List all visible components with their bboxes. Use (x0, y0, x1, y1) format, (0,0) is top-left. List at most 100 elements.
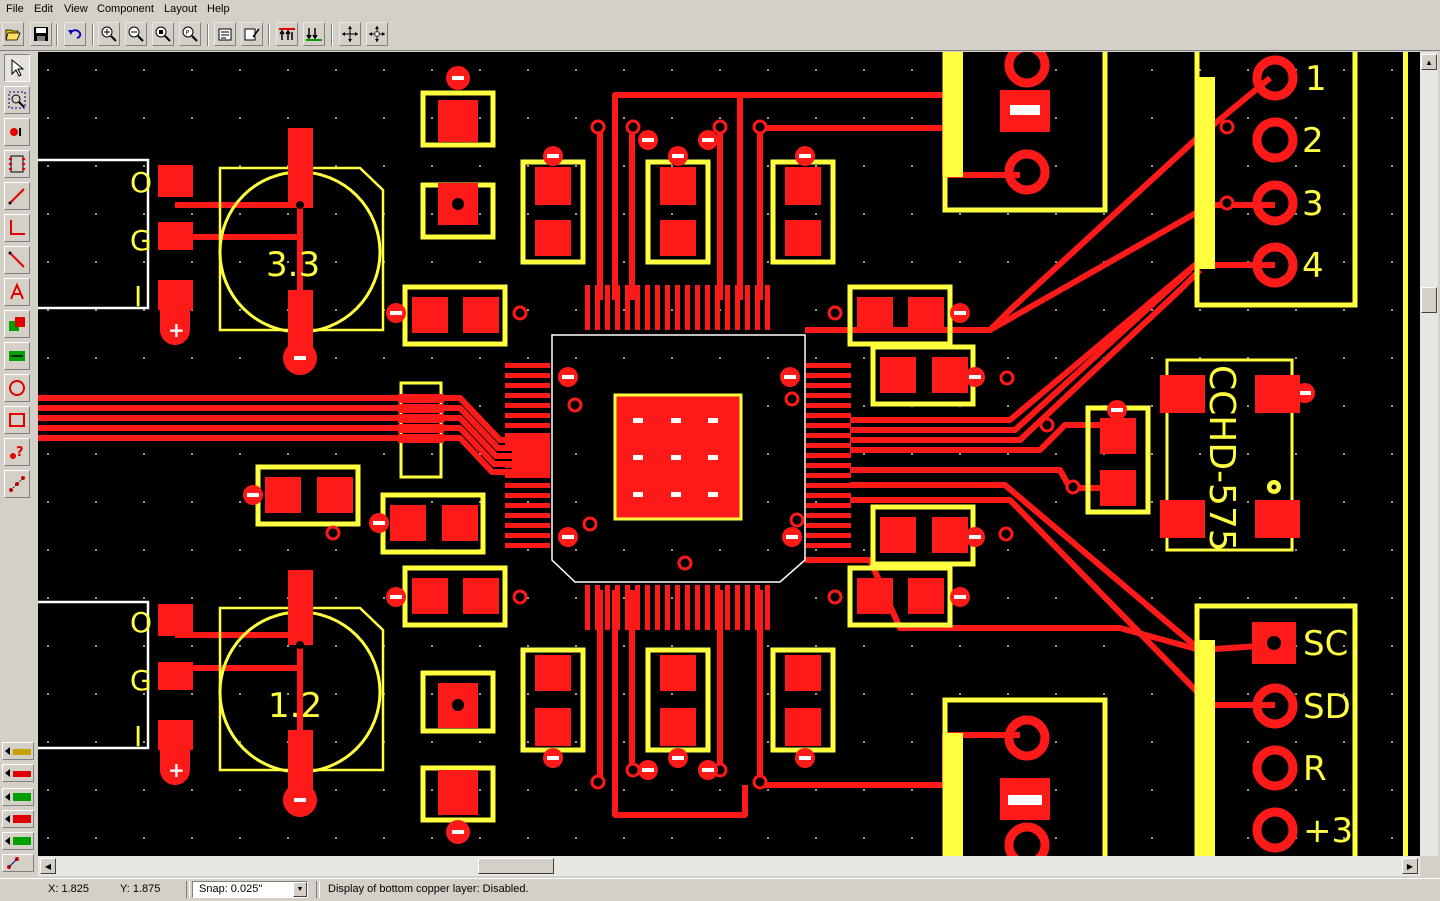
crystal-oscillator[interactable]: CCHD-575 (1160, 358, 1300, 552)
zoom-fit-button[interactable] (152, 22, 174, 46)
add-trace-icon (8, 188, 25, 205)
smd-components[interactable] (255, 66, 1151, 844)
pcb-layout-view[interactable]: 3.3 1.2 O G I O G I + + 1 (38, 52, 1420, 856)
open-button[interactable] (2, 22, 24, 46)
layer-up-button[interactable] (276, 22, 298, 46)
header-label-r: R (1303, 749, 1327, 789)
menu-bar: File Edit View Component Layout Help (0, 0, 1440, 20)
zoom-previous-button[interactable]: P (179, 22, 201, 46)
reg-top-pin-g: G (130, 224, 152, 257)
rotate-icon (369, 26, 385, 42)
header-label-plus3: +3 (1303, 811, 1353, 851)
status-y-coordinate: Y: 1.875 (120, 883, 161, 895)
zoom-fit-icon (155, 26, 171, 42)
zoom-area-icon (8, 91, 26, 109)
layer-button-5[interactable] (2, 832, 34, 850)
menu-file[interactable]: File (6, 3, 24, 15)
connectivity-icon (9, 476, 25, 492)
snap-dropdown-button[interactable]: ▼ (293, 882, 307, 897)
snap-select[interactable]: Snap: 0.025" ▼ (192, 881, 308, 898)
reg-top-label: 3.3 (266, 245, 320, 285)
add-copper-fill-tool[interactable] (4, 342, 30, 370)
layer-button-4[interactable] (2, 810, 34, 828)
ratsnest-icon (7, 857, 19, 869)
reg-top-pin-o: O (130, 166, 152, 199)
layer-button-3[interactable] (2, 788, 34, 806)
save-icon (34, 27, 48, 41)
snap-value: Snap: 0.025" (199, 883, 263, 895)
add-polygon-tool[interactable] (4, 310, 30, 338)
add-corner-trace-tool[interactable] (4, 214, 30, 242)
add-diagonal-trace-icon (8, 251, 25, 268)
header-sc-sd[interactable]: SC SD R +3 (1194, 603, 1358, 856)
layer-down-button[interactable] (303, 22, 325, 46)
crystal-label: CCHD-575 (1201, 365, 1242, 552)
reg-bottom-pin-g: G (130, 664, 152, 697)
scroll-right-button[interactable]: ▶ (1402, 858, 1418, 874)
zoom-out-button[interactable] (125, 22, 147, 46)
header-label-4: 4 (1302, 246, 1324, 286)
save-button[interactable] (30, 22, 52, 46)
menu-edit[interactable]: Edit (34, 3, 53, 15)
regulator-top[interactable] (38, 128, 385, 375)
layer-button-1[interactable] (2, 742, 34, 760)
regulator-bottom[interactable] (38, 570, 385, 817)
reg-bottom-pin-i: I (134, 720, 142, 753)
add-circle-tool[interactable] (4, 374, 30, 402)
add-trace-tool[interactable] (4, 182, 30, 210)
status-bar: X: 1.825 Y: 1.875 Snap: 0.025" ▼ Display… (0, 878, 1440, 901)
add-pad-tool[interactable] (4, 118, 30, 146)
board-setup-button[interactable] (241, 22, 263, 46)
layer-down-icon (306, 28, 322, 41)
reg-top-pin-i: I (134, 280, 142, 313)
undo-button[interactable] (64, 22, 86, 46)
layer-4-icon (5, 815, 31, 823)
menu-help[interactable]: Help (207, 3, 230, 15)
layer-button-2[interactable] (2, 764, 34, 782)
qfn-ic[interactable] (505, 285, 851, 630)
vias (243, 119, 1315, 790)
select-arrow-icon (11, 58, 25, 77)
add-diagonal-trace-tool[interactable] (4, 246, 30, 274)
add-pad-icon (10, 128, 21, 136)
connector-bottom[interactable] (942, 697, 1108, 856)
horizontal-scrollbar[interactable]: ◀ ▶ (38, 856, 1420, 876)
board-setup-icon (244, 28, 260, 41)
svg-text:?: ? (16, 445, 24, 460)
vertical-scroll-thumb[interactable] (1421, 287, 1437, 313)
move-button[interactable] (339, 22, 361, 46)
pcb-canvas[interactable]: 3.3 1.2 O G I O G I + + 1 (38, 52, 1420, 856)
tool-palette: ? (0, 52, 34, 880)
status-x-coordinate: X: 1.825 (48, 883, 89, 895)
add-text-icon (10, 282, 24, 300)
move-icon (342, 26, 358, 42)
properties-button[interactable] (214, 22, 236, 46)
rotate-button[interactable] (366, 22, 388, 46)
connectivity-tool[interactable] (4, 470, 30, 498)
menu-component[interactable]: Component (97, 3, 154, 15)
ratsnest-button[interactable] (2, 854, 34, 872)
design-rule-check-tool[interactable]: ? (4, 438, 30, 466)
menu-view[interactable]: View (64, 3, 88, 15)
add-rectangle-tool[interactable] (4, 406, 30, 434)
add-component-tool[interactable] (4, 150, 30, 178)
select-tool[interactable] (4, 54, 30, 82)
zoom-area-tool[interactable] (4, 86, 30, 114)
properties-icon (218, 28, 232, 41)
header-label-3: 3 (1302, 184, 1324, 224)
scroll-up-button[interactable]: ▲ (1421, 54, 1437, 70)
horizontal-scroll-thumb[interactable] (478, 858, 554, 874)
add-text-tool[interactable] (4, 278, 30, 306)
vertical-scrollbar[interactable]: ▲ (1420, 52, 1438, 856)
svg-text:P: P (186, 30, 190, 37)
add-polygon-icon (9, 317, 25, 331)
add-circle-icon (9, 380, 25, 396)
resistor-network[interactable] (398, 381, 444, 479)
layer-up-icon (279, 28, 295, 40)
connector-top[interactable] (942, 52, 1108, 213)
reg-bottom-plus: + (168, 758, 185, 782)
menu-layout[interactable]: Layout (164, 3, 198, 15)
header-1-4[interactable]: 1 2 3 4 (1194, 52, 1358, 308)
zoom-in-button[interactable] (98, 22, 120, 46)
scroll-left-button[interactable]: ◀ (40, 858, 56, 874)
